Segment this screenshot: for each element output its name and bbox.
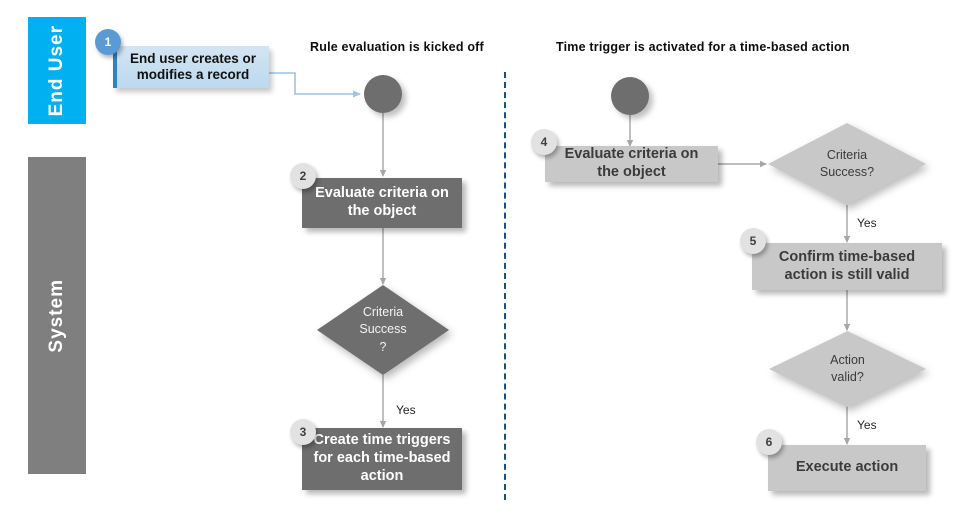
decision-criteria-success-left[interactable]: Criteria Success ?	[317, 285, 449, 375]
process-create-time-triggers[interactable]: Create time triggers for each time-based…	[302, 428, 462, 490]
process-execute-action[interactable]: Execute action	[768, 445, 926, 491]
step-badge-6: 6	[756, 429, 782, 455]
process-confirm-action-valid[interactable]: Confirm time-based action is still valid	[752, 243, 942, 290]
edge-label-yes-left: Yes	[396, 403, 416, 417]
process-evaluate-criteria-right-label: Evaluate criteria on the object	[564, 146, 699, 180]
process-evaluate-criteria-left-label: Evaluate criteria on the object	[315, 185, 449, 219]
callout-end-user-action[interactable]: End user creates or modifies a record	[113, 46, 269, 88]
swimlane-end-user-label: End User	[46, 24, 67, 117]
edge-label-yes-right-1: Yes	[857, 216, 877, 230]
process-execute-action-label: Execute action	[795, 459, 899, 476]
start-node-right	[611, 77, 649, 115]
process-evaluate-criteria-right[interactable]: Evaluate criteria on the object	[545, 146, 718, 182]
process-create-time-triggers-label: Create time triggers for each time-based…	[313, 432, 451, 484]
section-divider	[504, 72, 506, 500]
decision-criteria-success-right[interactable]: Criteria Success?	[768, 123, 926, 205]
callout-end-user-action-label: End user creates or modifies a record	[129, 50, 257, 82]
process-evaluate-criteria-left[interactable]: Evaluate criteria on the object	[302, 178, 462, 228]
edge-label-yes-right-2: Yes	[857, 418, 877, 432]
step-badge-1: 1	[95, 29, 121, 55]
step-badge-4: 4	[531, 129, 557, 155]
step-badge-3: 3	[290, 419, 316, 445]
swimlane-system: System	[28, 157, 86, 474]
decision-action-valid[interactable]: Action valid?	[769, 331, 926, 407]
heading-rule-evaluation: Rule evaluation is kicked off	[310, 40, 484, 54]
process-confirm-action-valid-label: Confirm time-based action is still valid	[778, 248, 916, 283]
start-node-left	[364, 75, 402, 113]
swimlane-end-user: End User	[28, 17, 86, 124]
swimlane-system-label: System	[46, 278, 67, 353]
step-badge-2: 2	[290, 163, 316, 189]
heading-time-trigger: Time trigger is activated for a time-bas…	[556, 40, 850, 54]
step-badge-5: 5	[740, 228, 766, 254]
